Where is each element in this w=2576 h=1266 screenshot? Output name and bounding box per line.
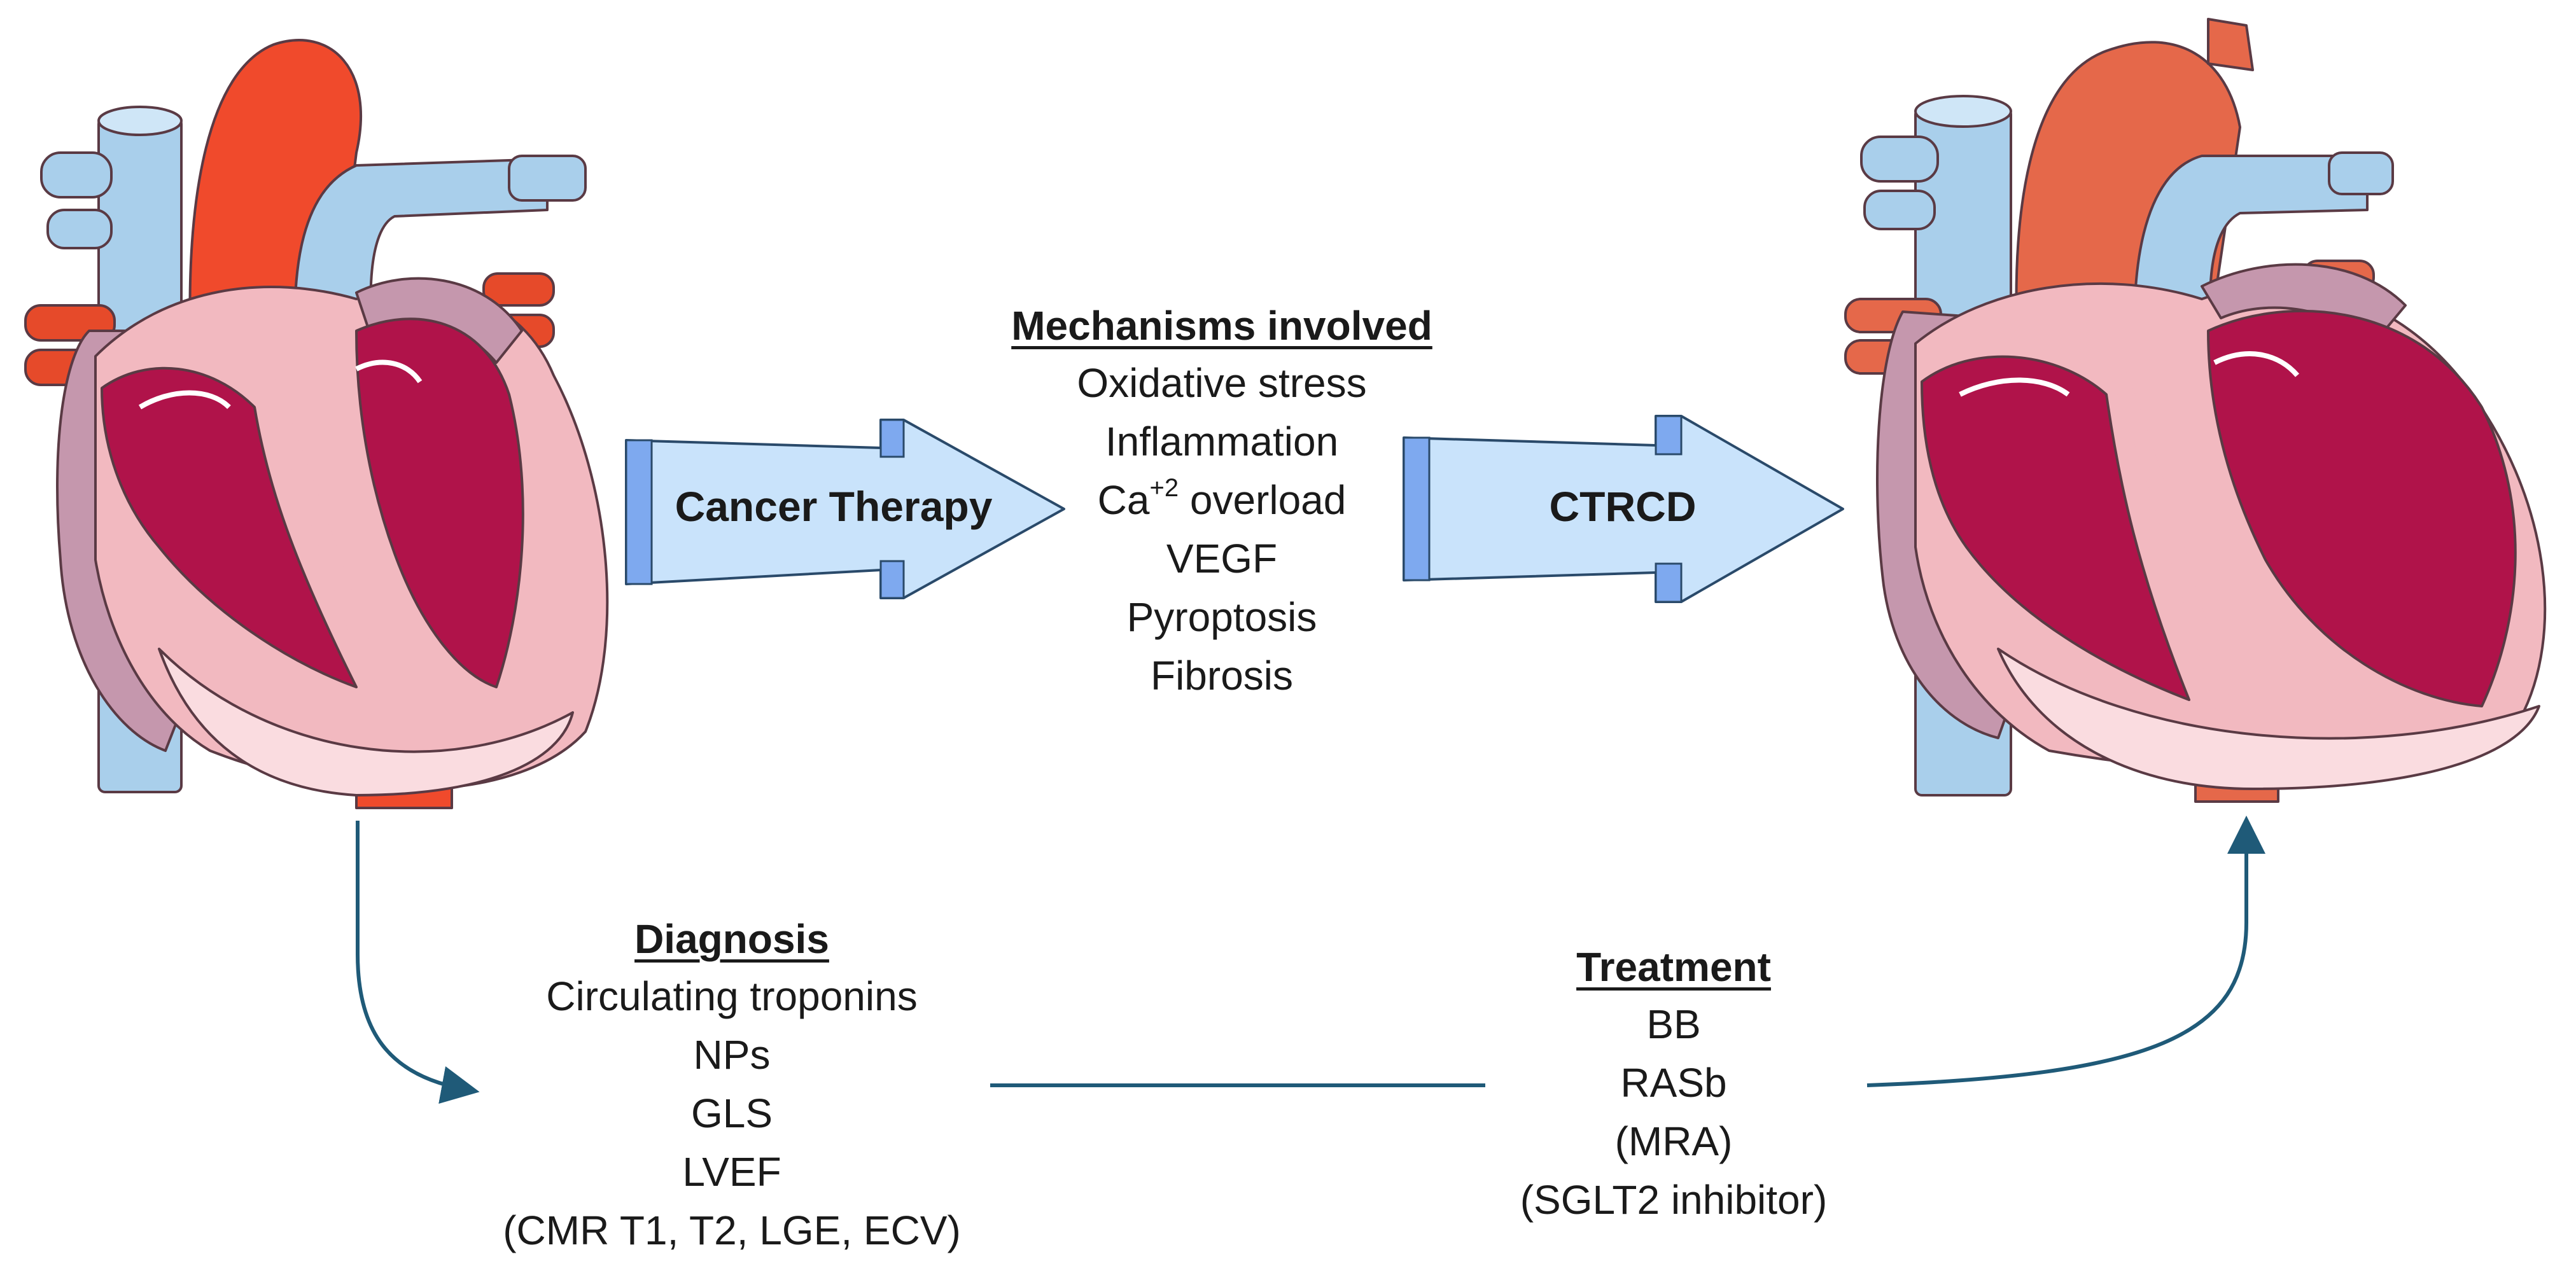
cancer-therapy-arrow bbox=[625, 419, 1065, 599]
treatment-item: (SGLT2 inhibitor) bbox=[1520, 1177, 1828, 1223]
flow-line-treatment-to-heart bbox=[1866, 816, 2265, 1087]
diagnosis-item: (CMR T1, T2, LGE, ECV) bbox=[503, 1207, 961, 1253]
calcium-superscript: +2 bbox=[1149, 474, 1179, 502]
mechanism-item: Pyroptosis bbox=[1126, 594, 1317, 640]
calcium-symbol: Ca bbox=[1097, 477, 1150, 523]
diagnosis-block: Diagnosis Circulating troponins NPs GLS … bbox=[445, 911, 1018, 1260]
treatment-item: BB bbox=[1646, 1001, 1701, 1047]
treatment-heading: Treatment bbox=[1576, 944, 1771, 990]
diagnosis-item: LVEF bbox=[682, 1149, 781, 1195]
heart-normal-icon bbox=[24, 39, 609, 809]
diagnosis-item: NPs bbox=[693, 1032, 771, 1078]
heart-dilated-icon bbox=[1844, 18, 2547, 803]
diagnosis-item: GLS bbox=[690, 1090, 773, 1136]
mechanisms-block: Mechanisms involved Oxidative stress Inf… bbox=[935, 298, 1508, 705]
mechanisms-heading: Mechanisms involved bbox=[1011, 303, 1432, 349]
treatment-item: (MRA) bbox=[1614, 1118, 1733, 1164]
flow-line-heart-to-diagnosis bbox=[356, 821, 480, 1104]
treatment-block: Treatment BB RASb (MRA) (SGLT2 inhibitor… bbox=[1419, 939, 1928, 1229]
diagnosis-item: Circulating troponins bbox=[546, 973, 918, 1019]
overload-text: overload bbox=[1189, 477, 1347, 523]
mechanism-item: Inflammation bbox=[1105, 419, 1339, 464]
cancer-therapy-label: Cancer Therapy bbox=[675, 483, 993, 530]
mechanism-item: Fibrosis bbox=[1150, 653, 1294, 699]
ctrcd-arrow bbox=[1403, 415, 1844, 603]
diagnosis-heading: Diagnosis bbox=[634, 916, 829, 962]
treatment-item: RASb bbox=[1620, 1060, 1727, 1106]
mechanism-item: Oxidative stress bbox=[1077, 360, 1367, 406]
mechanism-item-calcium: Ca+2 overload bbox=[935, 471, 1508, 529]
mechanism-item: VEGF bbox=[1166, 536, 1278, 581]
ctrcd-label: CTRCD bbox=[1549, 483, 1697, 530]
